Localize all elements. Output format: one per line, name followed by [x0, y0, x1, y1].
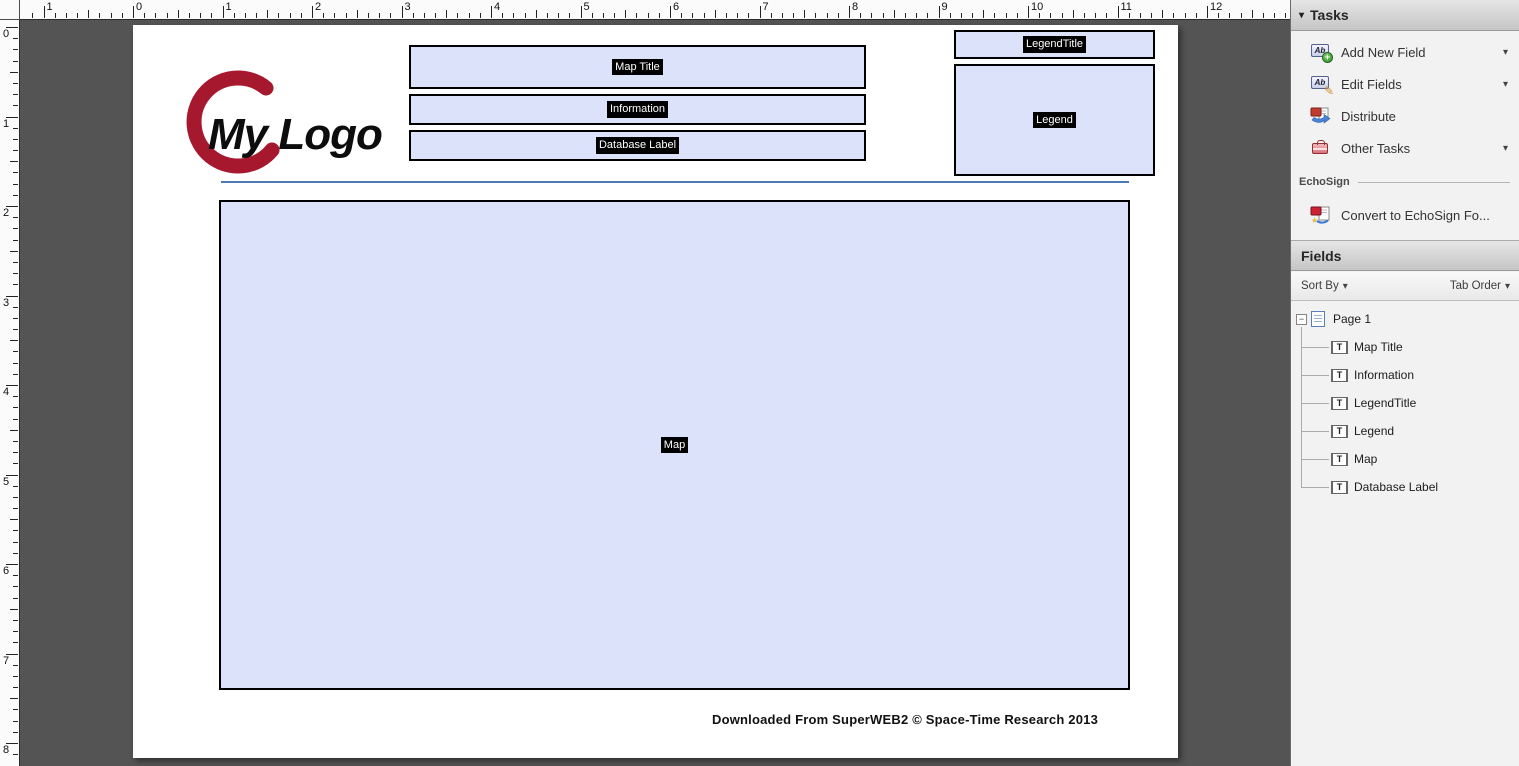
task-edit-fields[interactable]: Ab✎ Edit Fields ▾ — [1291, 68, 1519, 100]
tasks-panel-header[interactable]: ▾ Tasks — [1291, 0, 1519, 31]
distribute-icon — [1310, 107, 1332, 125]
dropdown-arrow-icon[interactable]: ▾ — [1502, 78, 1508, 90]
page-footer-text: Downloaded From SuperWEB2 © Space-Time R… — [711, 712, 1099, 727]
right-panel: ▾ Tasks Ab+ Add New Field ▾ Ab✎ Edit Fie… — [1290, 0, 1519, 766]
pdf-page: My Logo Map Title Information Database L… — [133, 25, 1178, 758]
tree-connector — [1301, 403, 1329, 404]
convert-to-echosign-icon: ★ — [1310, 206, 1332, 225]
text-field-icon: T — [1331, 368, 1348, 382]
sort-by-dropdown[interactable]: Sort By ▾ — [1301, 280, 1348, 292]
task-add-new-field[interactable]: Ab+ Add New Field ▾ — [1291, 36, 1519, 68]
ruler-corner — [0, 0, 20, 20]
field-label-database-label: Database Label — [595, 137, 680, 154]
logo-text: My Logo — [208, 110, 383, 159]
edit-fields-icon: Ab✎ — [1310, 75, 1334, 98]
field-label-legend: Legend — [1033, 111, 1076, 129]
dropdown-arrow-icon: ▾ — [1342, 280, 1348, 292]
tree-connector — [1301, 375, 1329, 376]
tree-connector — [1301, 347, 1329, 348]
collapse-triangle-icon: ▾ — [1299, 9, 1305, 21]
other-tasks-icon — [1310, 139, 1332, 157]
tree-node-information[interactable]: T Information — [1291, 361, 1519, 389]
text-field-icon: T — [1331, 340, 1348, 354]
svg-text:★: ★ — [1311, 216, 1318, 224]
fields-sort-bar: Sort By ▾ Tab Order ▾ — [1291, 272, 1519, 301]
company-logo: My Logo — [178, 70, 413, 175]
logo-brush-circle — [186, 70, 280, 174]
form-field-legend[interactable]: Legend — [954, 64, 1155, 176]
tree-node-map-title[interactable]: T Map Title — [1291, 333, 1519, 361]
task-distribute[interactable]: Distribute — [1291, 100, 1519, 132]
dropdown-arrow-icon[interactable]: ▾ — [1502, 142, 1508, 154]
tree-connector — [1301, 431, 1329, 432]
task-other-tasks[interactable]: Other Tasks ▾ — [1291, 132, 1519, 164]
text-field-icon: T — [1331, 396, 1348, 410]
field-label-map-title: Map Title — [612, 58, 663, 76]
tasks-panel-title: Tasks — [1310, 7, 1349, 23]
fields-panel-header: Fields — [1291, 240, 1519, 271]
fields-panel-title: Fields — [1301, 247, 1342, 264]
tab-order-dropdown[interactable]: Tab Order ▾ — [1449, 280, 1510, 292]
text-field-icon: T — [1331, 452, 1348, 466]
text-field-icon: T — [1331, 480, 1348, 494]
tree-node-map[interactable]: T Map — [1291, 445, 1519, 473]
echosign-section-label: EchoSign — [1299, 176, 1350, 188]
echosign-divider — [1357, 181, 1510, 183]
field-label-information: Information — [606, 101, 669, 118]
tree-node-legendtitle[interactable]: T LegendTitle — [1291, 389, 1519, 417]
form-field-map[interactable]: Map — [219, 200, 1130, 690]
tree-node-page1[interactable]: − Page 1 — [1291, 305, 1519, 333]
fields-tree: − Page 1 T Map Title T Information T Leg… — [1291, 301, 1519, 766]
dropdown-arrow-icon: ▾ — [1504, 280, 1510, 292]
tree-connector — [1301, 327, 1302, 487]
form-field-information[interactable]: Information — [409, 94, 866, 125]
tree-connector — [1301, 487, 1329, 488]
page-icon — [1311, 311, 1325, 327]
header-divider-line — [221, 181, 1129, 183]
form-field-database-label[interactable]: Database Label — [409, 130, 866, 161]
field-label-legend-title: LegendTitle — [1022, 36, 1087, 53]
text-field-icon: T — [1331, 424, 1348, 438]
tree-connector — [1301, 459, 1329, 460]
tree-node-legend[interactable]: T Legend — [1291, 417, 1519, 445]
tree-node-database-label[interactable]: T Database Label — [1291, 473, 1519, 501]
dropdown-arrow-icon[interactable]: ▾ — [1502, 46, 1508, 58]
field-label-map: Map — [660, 436, 689, 454]
task-convert-to-echosign[interactable]: ★ Convert to EchoSign Fo... — [1310, 206, 1490, 225]
collapse-minus-icon[interactable]: − — [1296, 313, 1307, 325]
add-new-field-icon: Ab+ — [1310, 43, 1333, 63]
form-field-map-title[interactable]: Map Title — [409, 45, 866, 89]
form-field-legend-title[interactable]: LegendTitle — [954, 30, 1155, 59]
echosign-section: EchoSign — [1291, 172, 1519, 192]
